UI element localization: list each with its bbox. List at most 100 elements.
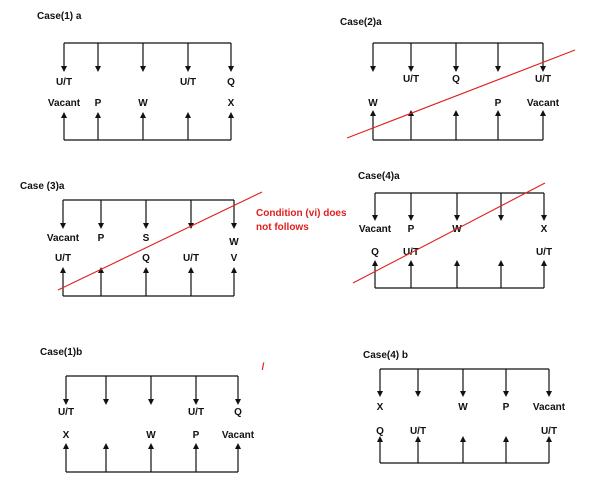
case3a-top-label-0: Vacant [47,233,80,244]
case1b-bottom-arrow-2-head [148,443,154,449]
case4b-bottom-arrow-0-head [377,436,383,442]
case2a-diagonal-line [346,49,576,139]
case1a-top-arrow-2-head [140,66,146,72]
case3a-top-arrow-1-head [98,223,104,229]
case2a-caption: Case(2)a [340,17,382,28]
case1a-bottom-arrow-4-head [228,112,234,118]
case3a-bottom-label-2: Q [142,253,150,264]
case2a-top-arrow-0-head [370,66,376,72]
case4a-top-label-0: Vacant [359,224,392,235]
case4b-top-arrow-1-head [415,391,421,397]
case4a-top-arrow-2-head [454,215,460,221]
case3a-bottom-arrow-2-head [143,267,149,273]
case1a-top-arrow-0-head [61,66,67,72]
case1a-top-arrow-4-head [228,66,234,72]
case1b-top-arrow-0-head [63,399,69,405]
case4a-bottom-label-0: Q [371,247,379,258]
case2a-top-arrow-2-head [453,66,459,72]
case1a-bottom-label-2: W [138,98,148,109]
case2a-top-arrow-4-head [540,66,546,72]
case4a-caption: Case(4)a [358,171,400,182]
case1b-bottom-arrow-1-head [103,443,109,449]
case1b-top-arrow-1-head [103,399,109,405]
case3a-bottom-arrow-0-head [60,267,66,273]
case4b-top-arrow-3-head [503,391,509,397]
case4b-top-arrow-4-head [546,391,552,397]
case3a-top-arrow-0-head [60,223,66,229]
case3a-bottom-arrow-3-head [188,267,194,273]
case1b-top-arrow-2-head [148,399,154,405]
case3a-bottom-label-4: V [231,253,238,264]
stray-mark: / [262,362,265,373]
case4a-top-label-2: W [452,224,462,235]
case2a-top-label-2: Q [452,74,460,85]
case4b-top-label-4: Vacant [533,402,566,413]
case4a-bottom-arrow-4-head [541,260,547,266]
case1a-top-label-0: U/T [56,77,72,88]
case4a-top-label-1: P [408,224,415,235]
case4b-bottom-arrow-3-head [503,436,509,442]
case4b-caption: Case(4) b [363,350,408,361]
case1b-bottom-arrow-4-head [235,443,241,449]
case3a-top-arrow-4-head [231,223,237,229]
case1b-top-label-0: U/T [58,407,74,418]
case1a-bottom-label-4: X [228,98,235,109]
case1b-caption: Case(1)b [40,347,82,358]
case4a-top-arrow-0-head [372,215,378,221]
case2a-bottom-arrow-3-head [495,110,501,116]
case3a-bottom-label-0: U/T [55,253,71,264]
case1b-top-label-4: Q [234,407,242,418]
case4b-bottom-arrow-2-head [460,436,466,442]
case1b-bottom-label-3: P [193,430,200,441]
case1b-bottom-label-0: X [63,430,70,441]
case3a-bottom-arrow-1-head [98,267,104,273]
case1b-bottom-arrow-0-head [63,443,69,449]
case4b-bottom-label-0: Q [376,426,384,437]
case4b-top-label-0: X [377,402,384,413]
case4b-top-arrow-0-head [377,391,383,397]
case4a-bottom-arrow-2-head [454,260,460,266]
case2a-bottom-arrow-0-head [370,110,376,116]
case1a-top-label-4: Q [227,77,235,88]
case4b-top-arrow-2-head [460,391,466,397]
condition-note-line1: Condition (vi) does [256,208,347,219]
case2a-bottom-arrow-4-head [540,110,546,116]
case4b-bottom-label-1: U/T [410,426,426,437]
case3a-bottom-arrow-4-head [231,267,237,273]
case4a-top-arrow-4-head [541,215,547,221]
case1a-caption: Case(1) a [37,11,82,22]
case1a-bottom-arrow-3-head [185,112,191,118]
case2a-top-arrow-3-head [495,66,501,72]
case1a-bottom-arrow-2-head [140,112,146,118]
case2a-bottom-label-4: Vacant [527,98,560,109]
case2a-bottom-arrow-2-head [453,110,459,116]
case3a-top-label-1: P [98,233,105,244]
case2a-bottom-label-3: P [495,98,502,109]
case3a-caption: Case (3)a [20,181,65,192]
case2a-top-label-1: U/T [403,74,419,85]
case4b-top-label-2: W [458,402,468,413]
case4a-bottom-arrow-1-head [408,260,414,266]
condition-note-line2: not follows [256,222,309,233]
case3a-top-label-2: S [143,233,150,244]
case1b-bottom-label-4: Vacant [222,430,255,441]
case4a-top-arrow-1-head [408,215,414,221]
case4a-bottom-arrow-0-head [372,260,378,266]
case4a-top-label-4: X [541,224,548,235]
case1b-top-arrow-4-head [235,399,241,405]
case1b-top-label-3: U/T [188,407,204,418]
case1b-top-arrow-3-head [193,399,199,405]
case1a-top-label-3: U/T [180,77,196,88]
case4a-diagonal-line [352,182,546,284]
case2a-top-label-4: U/T [535,74,551,85]
case3a-diagonal-line [57,191,263,291]
case4b-bottom-arrow-4-head [546,436,552,442]
case4b-bottom-label-4: U/T [541,426,557,437]
case3a-top-arrow-2-head [143,223,149,229]
case4a-top-arrow-3-head [498,215,504,221]
